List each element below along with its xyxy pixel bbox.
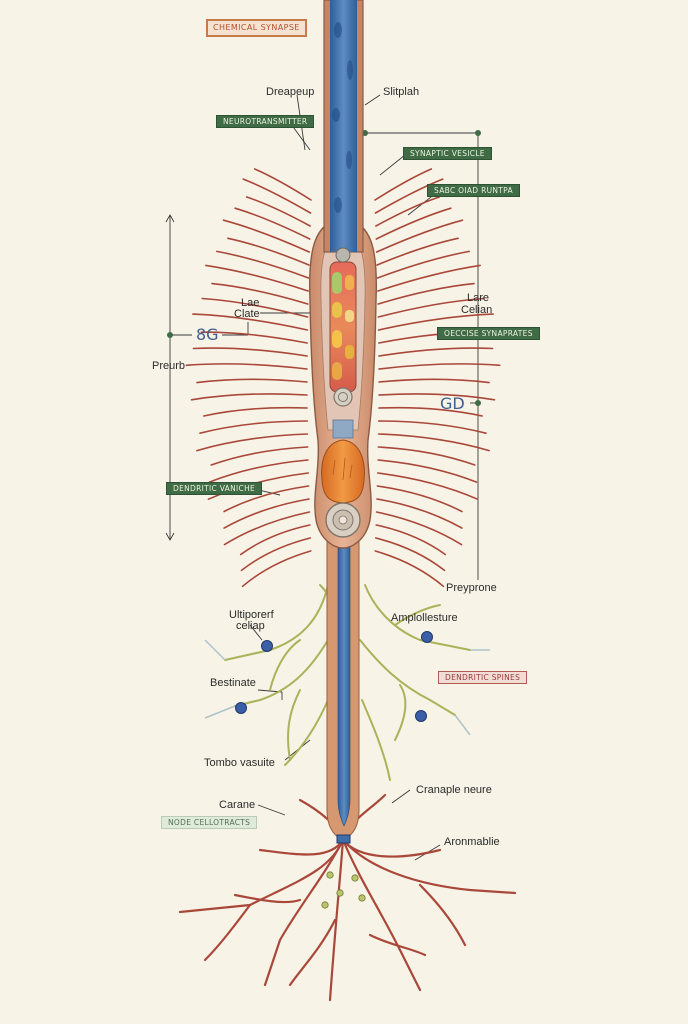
label-carane: Carane [219,799,256,811]
lower-axon-core [337,539,351,827]
label-dreapeup: Dreapeup [266,86,315,98]
spine [377,282,475,305]
spine [377,459,478,483]
label-slitplah: Slitplah [383,86,420,98]
axon-texture [332,22,353,213]
label-celian: Celian [461,304,493,316]
spine [223,498,310,529]
spine [223,485,310,513]
label-lae: Lae [241,297,260,309]
spine [211,282,309,305]
label-amplollesture: Amplollesture [391,612,458,624]
spine [375,524,447,556]
terminal-boutons [235,631,433,722]
spine [240,537,311,572]
tag-neurotransmitter: NEUROTRANSMITTER [216,115,315,128]
leader-dots [167,130,481,406]
tag-sabc-oiad-runtpa: SABC OIAD RUNTPA [427,184,520,197]
spine [253,168,312,201]
spine [376,237,459,266]
spine [239,524,311,556]
spine [200,331,308,344]
spine [196,433,309,452]
spine [378,363,501,370]
spine [190,393,308,401]
spine [208,459,309,483]
green-dendrite-tips [204,639,490,736]
symbol-left: 8G [196,325,219,344]
label-clate: Clate [234,308,260,320]
spine [376,250,470,279]
label-celiap: celiap [236,620,265,632]
axon-terminal-bar [336,834,351,844]
label-tombo-vasuite: Tombo vasuite [204,757,275,769]
spine [378,406,483,417]
spine [210,446,309,466]
spine [199,420,309,434]
spine [374,550,445,588]
symbol-right: GD [440,394,465,413]
spine [375,196,441,227]
spine [375,537,446,572]
spine [377,297,485,318]
tag-dendritic-vaniche: DENDRITIC VANICHE [166,482,263,495]
spine [242,178,312,214]
label-preyprone: Preyprone [446,582,497,594]
spine [376,219,464,253]
spine [201,297,309,318]
spine [205,264,309,292]
label-ultiporerf: Ultiporerf [229,609,274,621]
spine [185,363,308,370]
spine [203,406,308,417]
spine [377,472,479,500]
label-bestinate: Bestinate [210,677,256,689]
spine [377,264,481,292]
spine [374,178,444,214]
spine [192,313,309,331]
spine [377,420,487,434]
label-preurb: Preurb [152,360,186,372]
label-aronmablie: Aronmablie [444,836,500,848]
dendritic-spines-group [185,168,501,588]
vesicle-granules [332,272,354,380]
spine [196,378,308,384]
spine [377,446,476,466]
diagram-title: CHEMICAL SYNAPSE [206,19,307,37]
spine [234,207,311,240]
spine [374,168,433,201]
orange-body [321,439,365,504]
spine [376,498,463,529]
arbor-bulbs [321,871,366,909]
upper-axon-core [330,0,357,252]
spine [375,207,452,240]
spine [375,511,463,546]
spine [378,393,496,401]
spine [377,313,494,331]
spine [223,511,311,546]
spine [378,347,494,357]
spine [222,219,310,253]
spine [376,485,463,513]
spine [227,237,310,266]
tag-synaptic-vesicle: SYNAPTIC VESICLE [403,147,492,160]
spine [378,378,490,384]
spine [241,550,312,588]
tag-oeccise-synaprates: OECCISE SYNAPRATES [437,327,540,340]
spine [216,250,310,279]
tag-node-cellotracts: NODE CELLOTRACTS [161,816,258,829]
spine [192,347,308,357]
tag-dendritic-spines: DENDRITIC SPINES [438,671,528,684]
spine [245,196,311,227]
spine [377,433,490,452]
mid-node [333,387,353,407]
upper-node [335,247,351,263]
label-lare: Lare [467,292,490,304]
label-cranaple-neure: Cranaple neure [416,784,492,796]
